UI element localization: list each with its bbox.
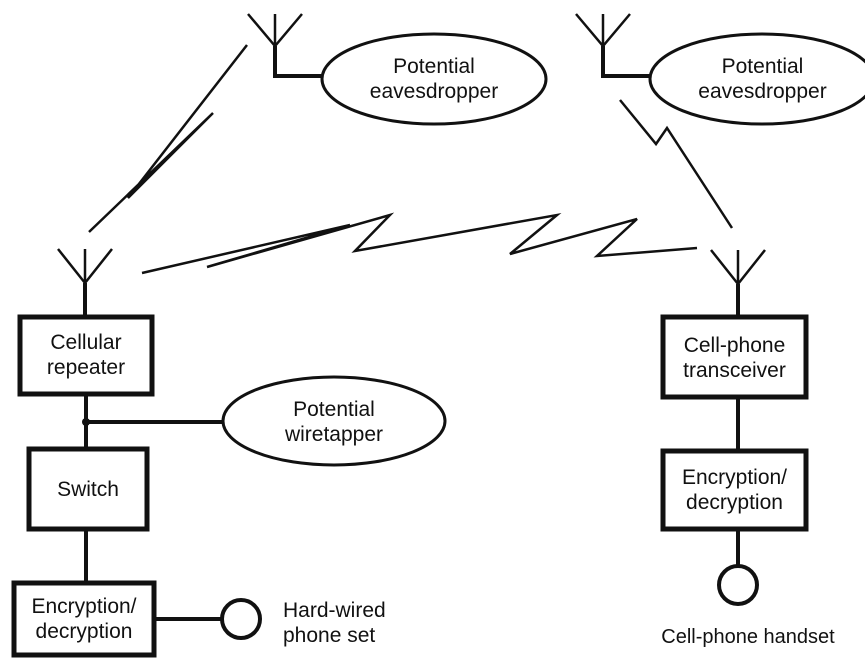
radio-link-transceiver-to-right-eavesdropper [619, 99, 734, 229]
transceiver-label: Cell-phone transceiver [665, 333, 804, 383]
transceiver-line2: transceiver [683, 359, 786, 382]
eavesdropper-left-line2: eavesdropper [369, 80, 499, 103]
antenna-icon [247, 13, 303, 48]
wiretapper-ellipse [221, 375, 447, 467]
wiretapper-line1: Potential [293, 398, 375, 421]
cellular-repeater-line1: Cellular [50, 331, 122, 354]
cellular-repeater-line2: repeater [46, 356, 126, 379]
wiretapper-line2: wiretapper [284, 423, 384, 446]
eavesdropper-right-ellipse [648, 32, 865, 126]
encryption-right-line1: Encryption/ [681, 466, 788, 489]
handset-text: Cell-phone handset [661, 626, 835, 648]
transceiver-box [660, 314, 809, 400]
eavesdropper-right-line1: Potential [721, 55, 804, 78]
eavesdropper-left-label: Potential eavesdropper [354, 54, 514, 104]
antenna-icon [710, 249, 766, 287]
phone-circle-icon [717, 564, 759, 606]
radio-link-repeater-to-transceiver [141, 212, 698, 275]
encryption-left-line2: decryption [35, 620, 133, 643]
cellular-repeater-label: Cellular repeater [22, 330, 150, 380]
hardwired-phone-line2: phone set [283, 624, 376, 647]
encryption-left-label: Encryption/ decryption [16, 594, 152, 644]
hardwired-phone-label: Hard-wired phone set [283, 598, 386, 648]
switch-label: Switch [31, 477, 145, 502]
encryption-right-label: Encryption/ decryption [665, 465, 804, 515]
eavesdropper-left-connector [273, 46, 322, 78]
eavesdropper-left-ellipse [320, 32, 548, 126]
eavesdropper-right-label: Potential eavesdropper [680, 54, 845, 104]
phone-circle-icon [220, 598, 262, 640]
wiretap-junction [82, 418, 90, 426]
antenna-icon [57, 248, 113, 286]
antenna-icon [575, 13, 631, 48]
transceiver-line1: Cell-phone [683, 334, 786, 357]
eavesdropper-right-connector [601, 46, 650, 78]
encryption-right-box [660, 448, 809, 532]
eavesdropper-right-line2: eavesdropper [698, 80, 827, 103]
encryption-right-line2: decryption [686, 491, 783, 514]
eavesdropper-left-line1: Potential [393, 55, 475, 78]
switch-text: Switch [57, 478, 119, 501]
wiretapper-label: Potential wiretapper [254, 397, 414, 447]
hardwired-phone-line1: Hard-wired [283, 599, 386, 622]
radio-link-repeater-to-left-eavesdropper [88, 44, 248, 233]
handset-label: Cell-phone handset [633, 625, 863, 650]
encryption-left-line1: Encryption/ [31, 595, 137, 618]
